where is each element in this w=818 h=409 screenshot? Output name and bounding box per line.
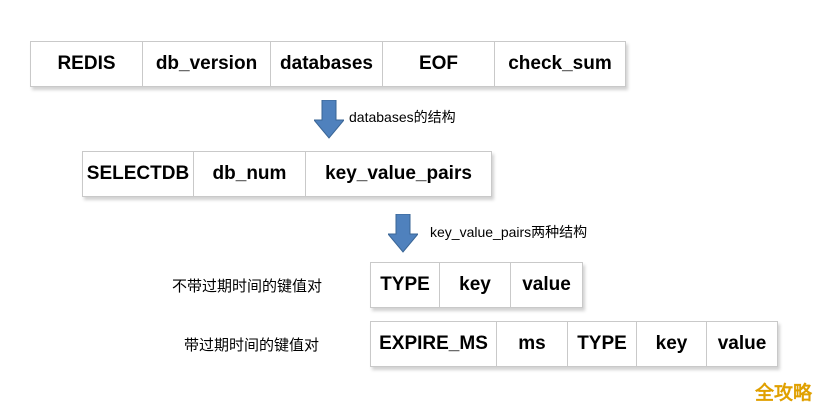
- rdb-file-structure: REDIS db_version databases EOF check_sum: [30, 41, 626, 87]
- databases-structure-label: databases的结构: [349, 109, 456, 125]
- cell-value: value: [522, 274, 571, 295]
- cell-type: TYPE: [371, 263, 440, 307]
- cell-check-sum: check_sum: [508, 53, 612, 74]
- kv-with-expire-structure: EXPIRE_MS ms TYPE key value: [370, 321, 778, 367]
- cell-type: TYPE: [568, 322, 637, 366]
- key-value-pairs-structure-label: key_value_pairs两种结构: [430, 224, 588, 240]
- cell-redis: REDIS: [31, 42, 143, 86]
- cell-db-version: db_version: [143, 42, 271, 86]
- cell-ms: ms: [497, 322, 568, 366]
- kv-no-expire-label: 不带过期时间的键值对: [172, 278, 323, 295]
- cell-key: key: [637, 322, 707, 366]
- cell-expire-ms: EXPIRE_MS: [371, 322, 497, 366]
- cell-eof: EOF: [383, 42, 495, 86]
- kv-with-expire-label: 带过期时间的键值对: [184, 337, 320, 354]
- cell-value: value: [717, 333, 767, 354]
- watermark-logo: 全攻略: [754, 383, 812, 404]
- cell-key-value-pairs: key_value_pairs: [325, 163, 472, 184]
- database-structure: SELECTDB db_num key_value_pairs: [82, 151, 492, 197]
- cell-selectdb: SELECTDB: [83, 152, 194, 196]
- cell-databases: databases: [271, 42, 383, 86]
- down-arrow-icon: [388, 214, 418, 253]
- kv-no-expire-structure: TYPE key value: [370, 262, 583, 308]
- down-arrow-icon: [314, 100, 344, 139]
- cell-key: key: [440, 263, 511, 307]
- cell-db-num: db_num: [194, 152, 306, 196]
